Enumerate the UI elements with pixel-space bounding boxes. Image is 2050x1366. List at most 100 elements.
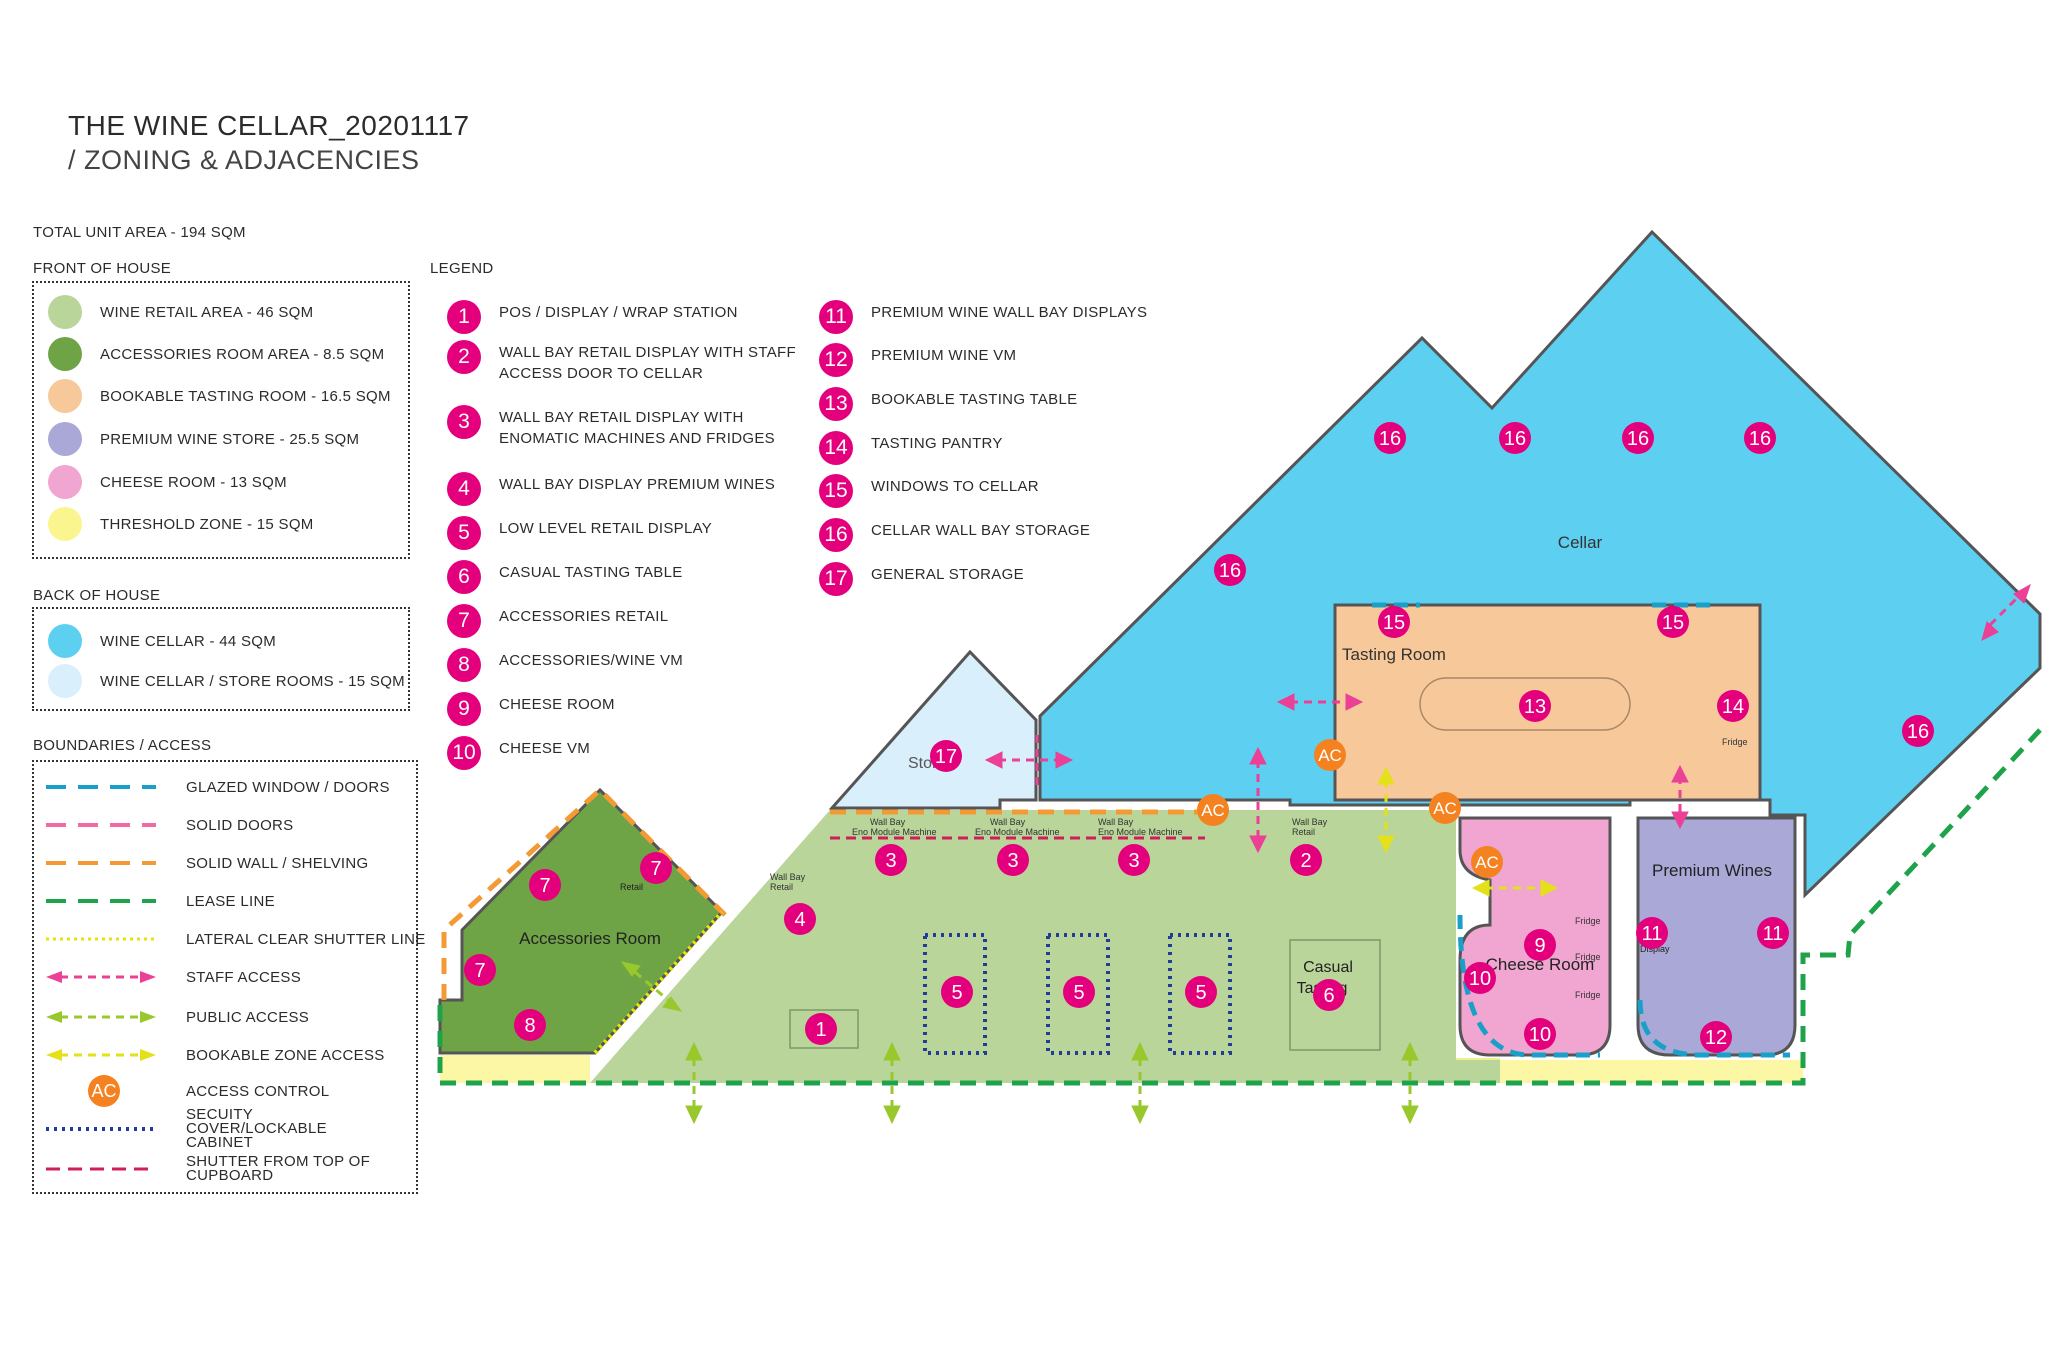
svg-text:15: 15 bbox=[1383, 612, 1405, 634]
legend-item-7: 7 ACCESSORIES RETAIL bbox=[447, 604, 668, 638]
svg-text:10: 10 bbox=[1529, 1024, 1551, 1046]
svg-text:3: 3 bbox=[1007, 850, 1018, 872]
svg-text:16: 16 bbox=[1907, 721, 1929, 743]
plan-marker-3: 3 bbox=[875, 844, 907, 876]
small-label: Fridge bbox=[1575, 952, 1601, 962]
zone-label: ACCESSORIES ROOM AREA - 8.5 SQM bbox=[100, 345, 385, 363]
zone-store-rooms: WINE CELLAR / STORE ROOMS - 15 SQM bbox=[34, 664, 405, 698]
legend-item-label: TASTING PANTRY bbox=[871, 435, 1003, 452]
plan-marker-5: 5 bbox=[941, 976, 973, 1008]
access-control-badges: AC AC AC AC bbox=[1197, 739, 1503, 878]
zone-label: WINE CELLAR - 44 SQM bbox=[100, 632, 277, 650]
legend-item-label: GENERAL STORAGE bbox=[871, 566, 1024, 583]
svg-text:AC: AC bbox=[1475, 853, 1499, 872]
svg-text:5: 5 bbox=[951, 982, 962, 1004]
page-title: THE WINE CELLAR_20201117 bbox=[68, 110, 470, 141]
legend-number-badge: 15 bbox=[819, 474, 853, 508]
legend-number-badge: 11 bbox=[819, 300, 853, 334]
small-label: Wall Bay bbox=[1098, 817, 1134, 827]
svg-text:10: 10 bbox=[1469, 968, 1491, 990]
legend-number-badge: 16 bbox=[819, 518, 853, 552]
zone-swatch bbox=[48, 337, 82, 371]
tasting-table bbox=[1419, 677, 1631, 731]
svg-text:AC: AC bbox=[1318, 746, 1342, 765]
legend-number-badge: 7 bbox=[447, 604, 481, 638]
zone-premium-wine: PREMIUM WINE STORE - 25.5 SQM bbox=[34, 422, 359, 456]
small-label: Fridge bbox=[1575, 916, 1601, 926]
room-label-tasting-room: Tasting Room bbox=[1342, 645, 1446, 664]
boundaries-box: GLAZED WINDOW / DOORS SOLID DOORS SOLID … bbox=[32, 760, 425, 1194]
plan-marker-10: 10 bbox=[1524, 1018, 1556, 1050]
legend-number-badge: 10 bbox=[447, 736, 481, 770]
legend-number-badge: 4 bbox=[447, 472, 481, 506]
plan-marker-16: 16 bbox=[1214, 554, 1246, 586]
plan-marker-7: 7 bbox=[464, 954, 496, 986]
room-label-cheese: Cheese Room bbox=[1486, 955, 1595, 974]
boundary-label: GLAZED WINDOW / DOORS bbox=[186, 778, 390, 796]
svg-text:7: 7 bbox=[650, 858, 661, 880]
svg-text:7: 7 bbox=[539, 875, 550, 897]
plan-marker-14: 14 bbox=[1717, 690, 1749, 722]
boundary-label: LEASE LINE bbox=[186, 892, 275, 910]
zone-wine-cellar: WINE CELLAR - 44 SQM bbox=[34, 624, 277, 658]
lease-line-icon bbox=[46, 899, 156, 903]
legend-number-badge: 6 bbox=[447, 560, 481, 594]
security-cover bbox=[1168, 933, 1232, 1055]
legend-item-label: PREMIUM WINE WALL BAY DISPLAYS bbox=[871, 304, 1148, 321]
bookable-access-arrow-icon bbox=[46, 1049, 156, 1061]
legend-item-label: LOW LEVEL RETAIL DISPLAY bbox=[499, 520, 713, 537]
public-access-arrow-icon bbox=[46, 1011, 156, 1023]
lease-line bbox=[437, 728, 2042, 1086]
solid-door-line-icon bbox=[46, 823, 156, 827]
plan-marker-16: 16 bbox=[1902, 715, 1934, 747]
legend-item-17: 17 GENERAL STORAGE bbox=[819, 562, 1024, 596]
svg-text:4: 4 bbox=[794, 909, 805, 931]
security-cover-line-icon bbox=[46, 1127, 156, 1131]
zone-label: WINE CELLAR / STORE ROOMS - 15 SQM bbox=[100, 672, 405, 690]
legend-number-badge: 17 bbox=[819, 562, 853, 596]
zone-swatch bbox=[48, 624, 82, 658]
boundary-label: PUBLIC ACCESS bbox=[186, 1008, 310, 1026]
legend-item-label: ACCESSORIES/WINE VM bbox=[499, 652, 684, 669]
legend-item-label: PREMIUM WINE VM bbox=[871, 347, 1017, 364]
legend-item-9: 9 CHEESE ROOM bbox=[447, 692, 615, 726]
legend-item-label: BOOKABLE TASTING TABLE bbox=[871, 391, 1078, 408]
legend-item-label: CHEESE ROOM bbox=[499, 696, 615, 713]
svg-text:16: 16 bbox=[1379, 428, 1401, 450]
zone-swatch bbox=[48, 507, 82, 541]
svg-text:2: 2 bbox=[1300, 850, 1311, 872]
zone-swatch bbox=[48, 664, 82, 698]
small-label: Wall Bay bbox=[770, 872, 806, 882]
legend-number-badge: 3 bbox=[447, 405, 481, 439]
svg-text:17: 17 bbox=[935, 746, 957, 768]
shutter-line-icon bbox=[46, 937, 156, 941]
legend-number-badge: 5 bbox=[447, 516, 481, 550]
plan-marker-10: 10 bbox=[1464, 962, 1496, 994]
zone-swatch bbox=[48, 379, 82, 413]
back-of-house-box: WINE CELLAR - 44 SQM WINE CELLAR / STORE… bbox=[32, 607, 410, 711]
plan-marker-6: 6 bbox=[1313, 979, 1345, 1011]
room-label-casual: Casual bbox=[1303, 959, 1353, 976]
zone-swatch bbox=[48, 295, 82, 329]
legend-item-label: POS / DISPLAY / WRAP STATION bbox=[499, 304, 738, 321]
plan-marker-16: 16 bbox=[1744, 422, 1776, 454]
svg-text:AC: AC bbox=[1433, 799, 1457, 818]
svg-text:8: 8 bbox=[524, 1015, 535, 1037]
legend-item-4: 4 WALL BAY DISPLAY PREMIUM WINES bbox=[447, 472, 775, 506]
legend-item-label: CASUAL TASTING TABLE bbox=[499, 564, 683, 581]
legend-item-label: ACCESSORIES RETAIL bbox=[499, 608, 669, 625]
room-label-premium-wines: Premium Wines bbox=[1652, 861, 1772, 880]
boundary-label: ACCESS CONTROL bbox=[186, 1082, 330, 1100]
legend-item-label: WALL BAY DISPLAY PREMIUM WINES bbox=[499, 476, 776, 493]
zone-swatch bbox=[48, 465, 82, 499]
legend-number-badge: 9 bbox=[447, 692, 481, 726]
zone-label: CHEESE ROOM - 13 SQM bbox=[100, 473, 287, 491]
svg-text:16: 16 bbox=[1504, 428, 1526, 450]
svg-text:7: 7 bbox=[474, 960, 485, 982]
small-label: Eno Module Machine bbox=[975, 827, 1060, 837]
